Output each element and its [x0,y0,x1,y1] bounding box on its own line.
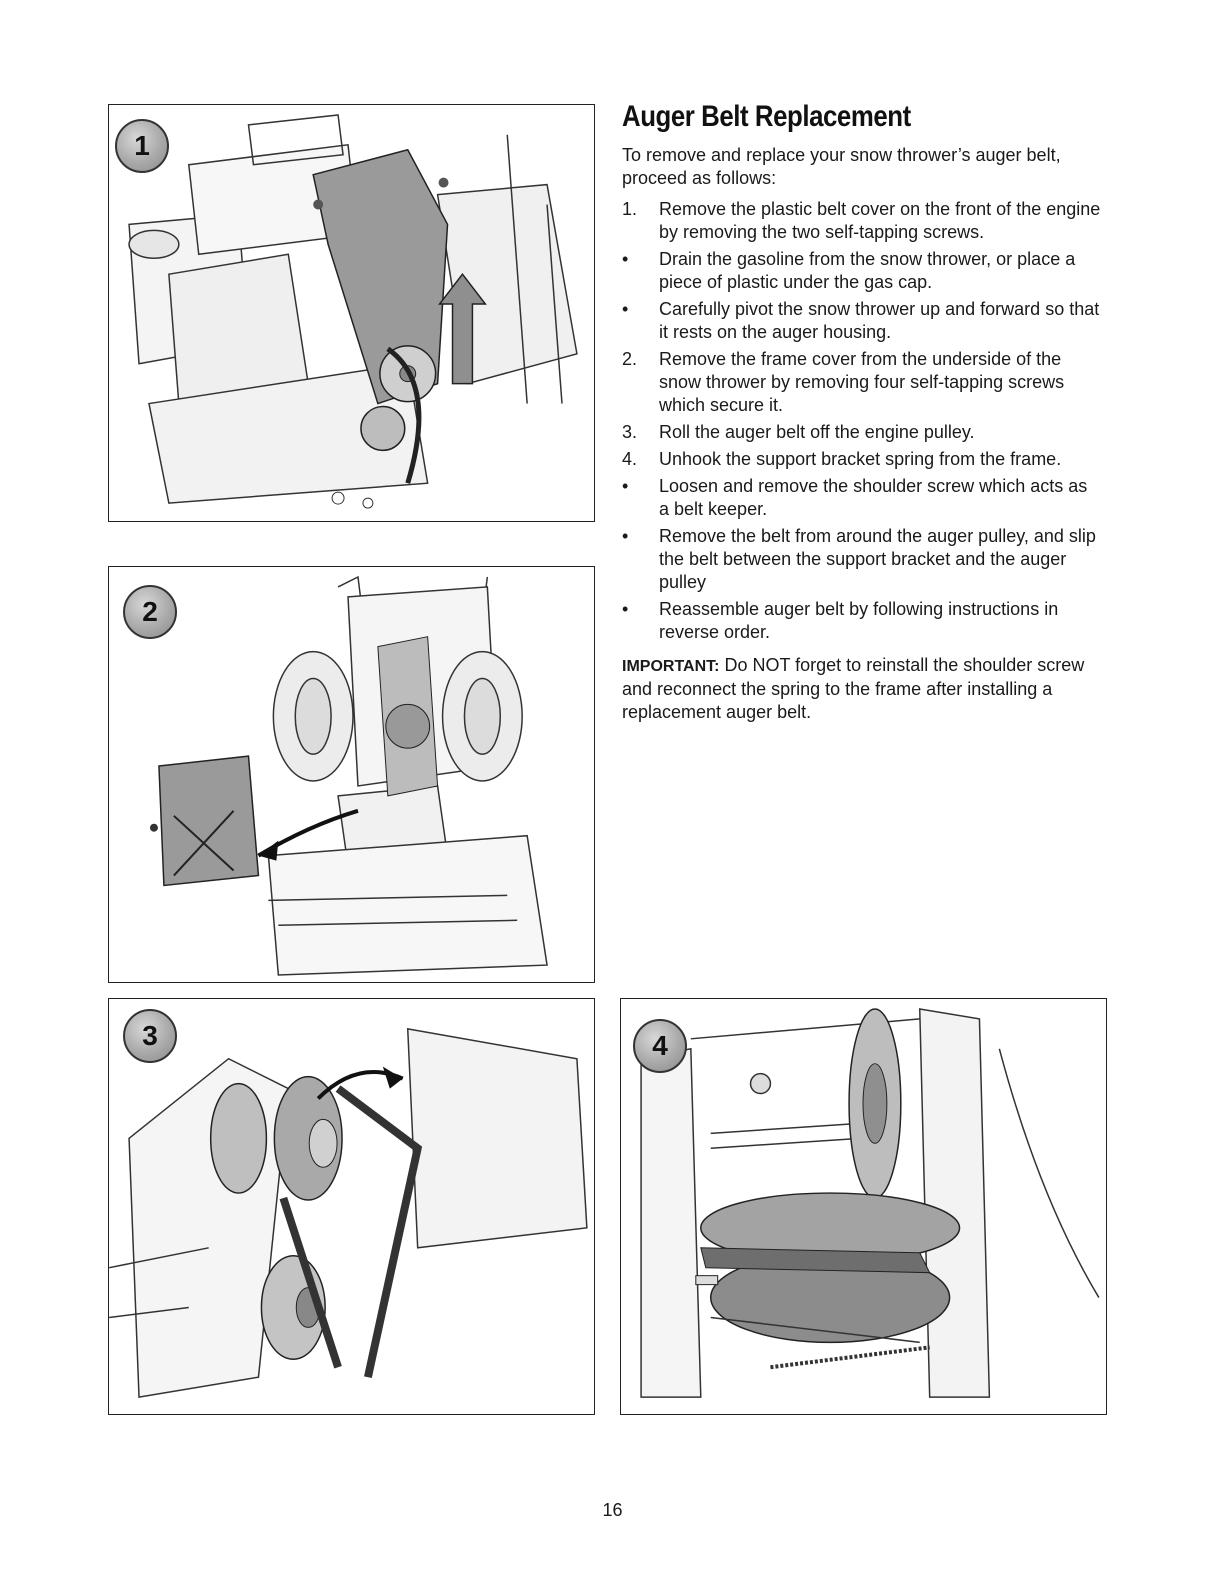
step-text: Drain the gasoline from the snow thrower… [659,249,1076,292]
step-marker: • [622,476,629,496]
list-item: 3. Roll the auger belt off the engine pul… [622,421,1102,444]
step-text: Carefully pivot the snow thrower up and … [659,299,1100,342]
engine-pulley-illustration [109,1027,588,1398]
step-marker: 4. [622,449,638,469]
step-text: Remove the plastic belt cover on the fro… [659,199,1101,242]
step-list: 1. Remove the plastic belt cover on the f… [622,198,1102,644]
section-title: Auger Belt Replacement [622,100,911,133]
figure-number-badge: 1 [115,119,169,173]
page-number: 16 [602,1500,623,1520]
step-marker: • [622,249,629,269]
figure-1: 1 [108,104,595,522]
auger-pulley-illustration [640,1008,1100,1398]
figure-2: 2 [108,566,595,983]
step-marker: 1. [622,199,638,219]
list-item: 2. Remove the frame cover from the unders… [622,348,1102,417]
step-marker: • [622,299,629,319]
figure-number-badge: 3 [123,1009,177,1063]
step-marker: 3. [622,422,638,442]
instructions-column: Auger Belt Replacement To remove and rep… [622,100,1102,742]
list-item: 1. Remove the plastic belt cover on the f… [622,198,1102,244]
figure-3: 3 [108,998,595,1415]
step-marker: 2. [622,349,638,369]
step-text: Reassemble auger belt by following instr… [659,599,1059,642]
figure-4: 4 [620,998,1107,1415]
list-item: • Loosen and remove the shoulder screw wh… [622,475,1102,521]
step-text: Loosen and remove the shoulder screw whi… [659,476,1088,519]
engine-belt-cover-illustration [128,114,578,509]
step-text: Unhook the support bracket spring from t… [659,449,1062,469]
important-text: Do NOT forget to reinstall the shoulder … [622,655,1085,722]
important-note: IMPORTANT: Do NOT forget to reinstall th… [622,654,1102,724]
step-marker: • [622,599,629,619]
list-item: • Carefully pivot the snow thrower up and… [622,298,1102,344]
step-text: Roll the auger belt off the engine pulle… [659,422,975,442]
figure-number-badge: 4 [633,1019,687,1073]
list-item: 4. Unhook the support bracket spring from… [622,448,1102,471]
step-text: Remove the belt from around the auger pu… [659,526,1096,592]
intro-text: To remove and replace your snow thrower’… [622,145,1061,188]
list-item: • Drain the gasoline from the snow throwe… [622,248,1102,294]
step-marker: • [622,526,629,546]
step-text: Remove the frame cover from the undersid… [659,349,1065,415]
list-item: • Reassemble auger belt by following inst… [622,598,1102,644]
important-label: IMPORTANT: [622,658,720,675]
figure-number-badge: 2 [123,585,177,639]
list-item: • Remove the belt from around the auger p… [622,525,1102,594]
frame-cover-illustration [149,575,548,976]
